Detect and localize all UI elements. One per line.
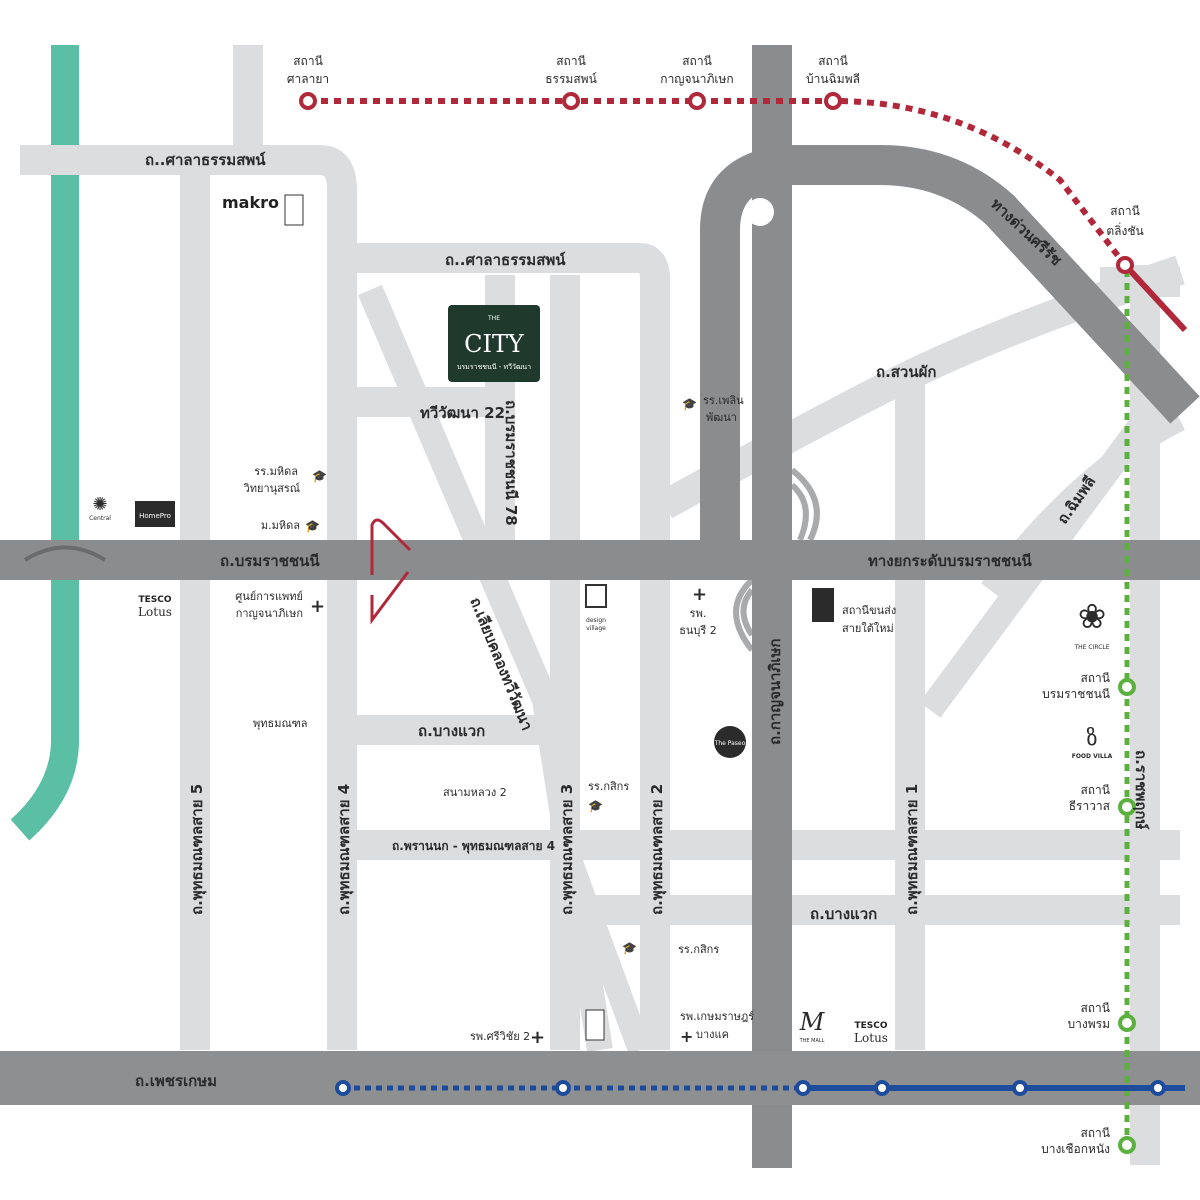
interchange-loops <box>733 467 820 652</box>
station-prefix: สถานี <box>682 54 712 68</box>
graduation-cap-icon: 🎓 <box>588 799 603 813</box>
the-city-project-marker[interactable]: THE CITY บรมราชชนนี - ทวีวัฒนา <box>448 305 540 382</box>
brand-small: THE <box>487 315 500 322</box>
the-mall-label: THE MALL <box>799 1038 825 1044</box>
homepro-logo: HomePro <box>139 512 171 520</box>
station-ban-chimphli: บ้านฉิมพลี <box>806 72 860 86</box>
road-label-boromratchachonnani: ถ.บรมราชชนนี <box>220 552 320 570</box>
the-mall-logo: M <box>799 1008 826 1036</box>
central-logo: Central <box>89 515 111 522</box>
hospital-cross-icon: + <box>692 584 707 605</box>
red-rail-line <box>308 98 1128 267</box>
homepro-logo-box <box>135 501 175 527</box>
graduation-cap-icon: 🎓 <box>312 469 327 483</box>
paseo-logo-badge <box>714 726 746 758</box>
u-turn-triangle <box>370 518 412 625</box>
sun-icon: ✺ <box>92 494 107 515</box>
station-bang-chueak-nang: บางเชือกหนัง <box>1041 1142 1110 1156</box>
station-prefix: สถานี <box>1110 204 1140 218</box>
road-label-suan-phak: ถ.สวนผัก <box>876 363 936 381</box>
station-prefix: สถานี <box>556 54 586 68</box>
poi-thonburi-2: รพ. <box>690 607 707 620</box>
tesco-logo: TESCO <box>138 595 171 605</box>
poi-sanam-luang-2: สนามหลวง 2 <box>443 786 507 799</box>
station-theerawat: ธีราวาส <box>1069 799 1111 813</box>
graduation-cap-icon: 🎓 <box>622 941 637 955</box>
road-label-salathammasop: ถ..ศาลาธรรมสพน์ <box>145 151 266 169</box>
tesco-logo: TESCO <box>854 1021 887 1031</box>
canal-bridge <box>23 545 107 562</box>
road-label-bang-waek: ถ.บางแวก <box>810 905 877 923</box>
hospital-cross-icon: + <box>530 1027 545 1048</box>
the-circle-logo: ❀ <box>1078 597 1107 637</box>
poi-kasikorn-school: รร.กสิกร <box>588 780 629 793</box>
hospital-cross-icon: + <box>680 1027 693 1046</box>
road-label-phutthamonthon-5: ถ.พุทธมณฑลสาย 5 <box>188 784 207 915</box>
road-label-bang-waek: ถ.บางแวก <box>418 722 485 740</box>
poi-mahidol-school: วิทยานุสรณ์ <box>243 482 300 495</box>
store-icon <box>585 1009 605 1041</box>
road-label-phrannok: ถ.พรานนก - พุทธมณฑลสาย 4 <box>392 839 555 854</box>
road-label-thawi-watthana-22: ทวีวัฒนา 22 <box>420 404 505 422</box>
station-thammasop: ธรรมสพน์ <box>545 72 597 86</box>
poi-medical-center: ศูนย์การแพทย์ <box>235 590 303 603</box>
major-roads <box>0 45 1200 1168</box>
poi-kasikorn-school: รร.กสิกร <box>678 943 719 956</box>
design-village-logo <box>585 584 607 608</box>
road-label-kanchanaphisek: ถ.กาญจนาภิเษก <box>766 638 784 745</box>
graduation-cap-icon: 🎓 <box>305 519 320 533</box>
food-villa-logo: ზ <box>1086 726 1097 751</box>
station-prefix: สถานี <box>293 54 323 68</box>
poi-bus-terminal: สายใต้ใหม่ <box>842 622 894 635</box>
poi-kasemrad: รพ.เกษมราษฎร์ <box>680 1010 754 1023</box>
design-village-label: village <box>586 625 606 632</box>
brand-subtitle: บรมราชชนนี - ทวีวัฒนา <box>457 363 531 371</box>
station-taling-chan: ตลิ่งชัน <box>1106 222 1143 238</box>
station-boromratchachonnani: บรมราชชนนี <box>1042 687 1110 701</box>
poi-mahidol-university: ม.มหิดล <box>261 519 300 532</box>
poi-plearn-school: พัฒนา <box>706 411 737 424</box>
road-label-phutthamonthon-1: ถ.พุทธมณฑลสาย 1 <box>903 784 922 915</box>
hospital-cross-icon: + <box>310 596 325 617</box>
poi-phutthamonthon: พุทธมณฑล <box>253 717 308 730</box>
station-markers <box>299 92 1166 1154</box>
station-prefix: สถานี <box>1080 1126 1110 1140</box>
station-prefix: สถานี <box>1080 1001 1110 1015</box>
poi-medical-center: กาญจนาภิเษก <box>236 607 303 620</box>
station-salaya: ศาลายา <box>287 72 329 86</box>
graduation-cap-icon: 🎓 <box>682 397 697 411</box>
poi-bus-terminal: สถานีขนส่ง <box>842 604 896 617</box>
road-label-boromratchachonnani-78: ถ.บรมราชชนนี 78 <box>502 400 520 526</box>
station-kanchanaphisek: กาญจนาภิเษก <box>660 72 733 86</box>
poi-mahidol-school: รร.มหิดล <box>254 465 298 478</box>
store-icon <box>284 194 304 226</box>
the-circle-label: THE CIRCLE <box>1073 644 1109 651</box>
road-label-phutthamonthon-4: ถ.พุทธมณฑลสาย 4 <box>335 784 354 915</box>
brand-name: CITY <box>464 330 525 358</box>
red-rail-line-solid <box>1122 262 1188 333</box>
lotus-logo: Lotus <box>854 1031 888 1045</box>
station-bang-phrom: บางพรม <box>1068 1017 1110 1031</box>
bus-terminal-logo <box>812 588 834 622</box>
road-label-salathammasop: ถ..ศาลาธรรมสพน์ <box>445 251 566 269</box>
lotus-logo: Lotus <box>138 605 172 619</box>
road-label-ratchaphruek: ถ.ราชพฤกษ์ <box>1132 750 1150 830</box>
station-prefix: สถานี <box>1080 783 1110 797</box>
road-label-elevated: ทางยกระดับบรมราชชนนี <box>868 552 1032 570</box>
station-prefix: สถานี <box>1080 671 1110 685</box>
station-prefix: สถานี <box>818 54 848 68</box>
poi-thonburi-2: ธนบุรี 2 <box>679 624 717 637</box>
paseo-logo: The Paseo <box>714 740 746 747</box>
design-village-label: design <box>586 617 606 624</box>
road-label-phutthamonthon-3: ถ.พุทธมณฑลสาย 3 <box>558 784 577 915</box>
poi-sriwichai-2: รพ.ศรีวิชัย 2 <box>470 1030 530 1043</box>
road-label-phetkasem: ถ.เพชรเกษม <box>135 1072 217 1090</box>
food-villa-label: FOOD VILLA <box>1072 753 1113 760</box>
makro-logo: makro <box>222 193 279 212</box>
poi-plearn-school: รร.เพลิน <box>703 394 744 407</box>
poi-kasemrad: บางแค <box>696 1028 729 1041</box>
road-label-phutthamonthon-2: ถ.พุทธมณฑลสาย 2 <box>648 784 667 915</box>
canal <box>10 45 79 841</box>
